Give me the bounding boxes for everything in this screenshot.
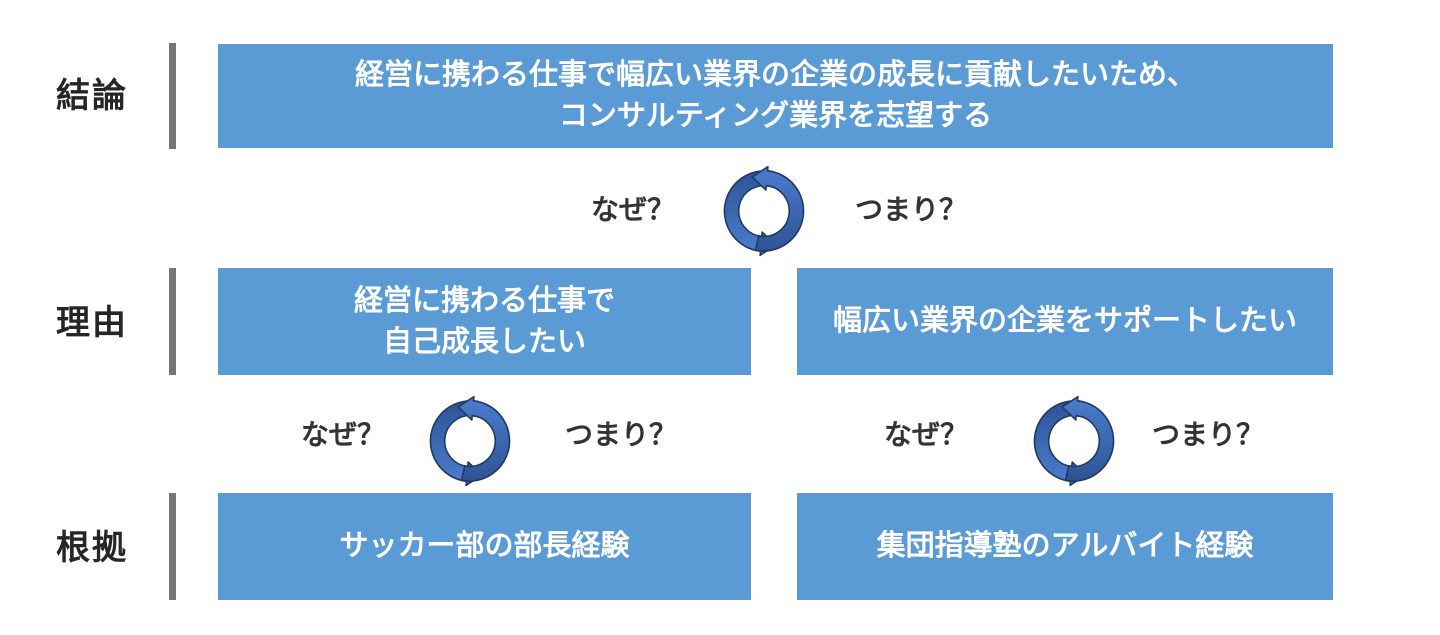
in-other-words-label: つまり？ <box>565 419 678 450</box>
row-label-evidence: 根拠 <box>56 529 128 567</box>
evidence-right-box-line1: 集団指導塾のアルバイト経験 <box>876 530 1254 562</box>
in-other-words-label: つまり？ <box>1152 419 1265 450</box>
cycle-arrows-icon <box>1033 395 1115 487</box>
cycle-arrows-icon <box>723 165 805 257</box>
why-label: なぜ？ <box>590 194 675 225</box>
reason-left-box-line2: 自己成長したい <box>382 325 586 358</box>
reason-left-box: 経営に携わる仕事で 自己成長したい <box>218 268 751 375</box>
row-divider-bar <box>169 268 176 375</box>
evidence-left-box: サッカー部の部長経験 <box>218 493 751 600</box>
why-label: なぜ？ <box>300 419 385 450</box>
cycle-arrows-icon <box>429 395 511 487</box>
why-label: なぜ？ <box>883 419 968 450</box>
row-label-reason: 理由 <box>56 304 128 342</box>
reason-right-box: 幅広い業界の企業をサポートしたい <box>797 268 1333 375</box>
conclusion-box: 経営に携わる仕事で幅広い業界の企業の成長に貢献したいため、 コンサルティング業界… <box>218 44 1333 148</box>
row-divider-bar <box>169 493 176 600</box>
in-other-words-label: つまり？ <box>855 194 968 225</box>
conclusion-box-line1: 経営に携わる仕事で幅広い業界の企業の成長に貢献したいため、 <box>354 59 1196 91</box>
row-label-conclusion: 結論 <box>56 77 128 115</box>
reason-right-box-line1: 幅広い業界の企業をサポートしたい <box>832 305 1297 337</box>
row-divider-bar <box>169 43 176 149</box>
evidence-right-box: 集団指導塾のアルバイト経験 <box>797 493 1333 600</box>
evidence-left-box-line1: サッカー部の部長経験 <box>339 530 630 562</box>
reason-left-box-line1: 経営に携わる仕事で <box>353 284 615 317</box>
conclusion-box-line2: コンサルティング業界を志望する <box>558 100 993 132</box>
